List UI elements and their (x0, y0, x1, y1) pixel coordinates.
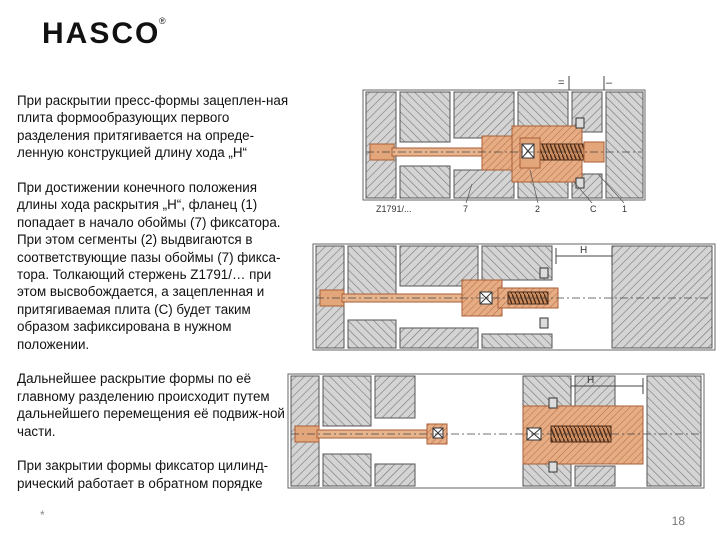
plate-right (605, 91, 644, 199)
footer-mark: * (40, 508, 45, 522)
callout-7: 7 (463, 204, 468, 214)
paragraph-4: При закрытии формы фиксатор цилинд-ричес… (17, 458, 269, 491)
logo-text: HASCO (42, 17, 160, 48)
top-label-dash: – (606, 77, 613, 89)
diagram-main-opening: H (287, 373, 705, 489)
callout-1: 1 (622, 204, 627, 214)
callout-c: C (590, 204, 597, 214)
hasco-logo: HASCO ® (42, 16, 166, 48)
plate-right (646, 375, 702, 487)
diagram-stroke-h-open: H (312, 243, 716, 351)
paragraph-2: При достижении конечного положения длины… (17, 180, 281, 352)
top-label-equals: = (558, 77, 564, 89)
callout-2: 2 (535, 204, 540, 214)
logo-registered-mark: ® (159, 16, 166, 26)
plate-b-upper (453, 91, 515, 139)
plate-a-upper (399, 91, 451, 143)
plate-b-lower (453, 169, 515, 199)
plate-c-upper (517, 91, 569, 127)
plate-d-upper (571, 91, 603, 133)
plate-right (611, 245, 713, 349)
paragraph-1: При раскрытии пресс-формы зацеплен-ная п… (17, 93, 289, 161)
diagram-closed-position: = – Z1791/... 7 2 C 1 (362, 76, 646, 214)
description-text: При раскрытии пресс-формы зацеплен-ная п… (17, 92, 299, 510)
paragraph-3: Дальнейшее раскрытие формы по её главном… (17, 371, 285, 439)
dimension-label-h: H (580, 245, 587, 256)
dimension-label-h: H (587, 375, 594, 386)
part-label-z1791: Z1791/... (376, 204, 412, 214)
page-number: 18 (671, 514, 685, 528)
plate-c-lower (517, 181, 569, 199)
plate-a-lower (399, 165, 451, 199)
